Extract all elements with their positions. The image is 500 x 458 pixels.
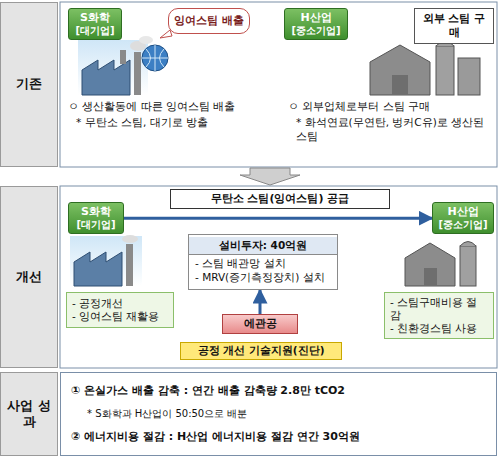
node-text: - 스팀 배관망 설치	[195, 257, 331, 270]
node-text: - 스팀구매비용 절감	[390, 296, 488, 322]
node-text: 개선	[16, 269, 42, 285]
flow-arrow	[124, 217, 432, 220]
note-text: ㅇ 생산활동에 따른 잉여스팀 배출	[68, 100, 268, 114]
node-text: ① 온실가스 배출 감축 : 연간 배출 감축량 2.8만 tCO2	[71, 384, 486, 398]
agency-box: 에관공	[222, 314, 298, 334]
section-label: 기존	[0, 2, 58, 167]
section-label: 개선	[0, 186, 58, 368]
company-box: H산업[중소기업]	[284, 8, 348, 40]
note-text: * 무탄소 스팀, 대기로 방출	[76, 116, 268, 130]
support-box: 공정 개선 기술지원(진단)	[180, 342, 342, 360]
speech-bubble: 잉여스팀 배출	[168, 8, 250, 34]
node-text: 기존	[16, 76, 42, 92]
node-text: 잉여스팀 배출	[173, 14, 245, 28]
arrow-label-box: 무탄소 스팀(잉여스팀) 공급	[170, 189, 390, 209]
node-text: [대기업]	[72, 25, 118, 38]
node-text: S화학	[72, 11, 118, 25]
node-text: H산업	[436, 205, 490, 219]
note-text: ㅇ 외부업체로부터 스팀 구매	[288, 100, 494, 114]
factory-illustration	[70, 235, 142, 286]
result-box: ① 온실가스 배출 감축 : 연간 배출 감축량 2.8만 tCO2 * S화학과…	[60, 372, 497, 456]
note-box: - 스팀구매비용 절감- 친환경스팀 사용	[384, 292, 494, 339]
node-text: - 공정개선	[72, 297, 168, 310]
node-text: [대기업]	[72, 219, 120, 232]
node-text: 외부 스팀 구매	[419, 12, 489, 40]
middle-panel	[60, 186, 497, 368]
node-text: [중소기업]	[436, 219, 490, 232]
note-text: * 화석연료(무연탄, 벙커C유)로 생산된 스팀	[296, 116, 494, 143]
down-arrow	[240, 168, 300, 185]
node-text: 설비투자: 40억원	[189, 237, 337, 255]
node-text: 에관공	[225, 317, 295, 331]
node-text: - 친환경스팀 사용	[390, 322, 488, 335]
node-text: S화학	[72, 205, 120, 219]
company-box: S화학[대기업]	[68, 202, 124, 234]
barn-illustration	[405, 242, 476, 287]
node-text: 무탄소 스팀(잉여스팀) 공급	[175, 192, 385, 206]
flow-arrow	[259, 290, 262, 314]
node-text: 공정 개선 기술지원(진단)	[184, 344, 338, 357]
node-text: H산업	[288, 11, 344, 25]
node-text: * S화학과 H산업이 50:50으로 배분	[71, 408, 486, 421]
investment-box: 설비투자: 40억원 - 스팀 배관망 설치- MRV(증기측정장치) 설치	[188, 234, 338, 290]
node-text: [중소기업]	[288, 25, 344, 38]
node-text: - 잉여스팀 재활용	[72, 310, 168, 323]
company-box: S화학[대기업]	[68, 8, 122, 40]
callout-box: 외부 스팀 구매	[414, 8, 494, 44]
top-panel	[60, 2, 497, 167]
note-box: - 공정개선- 잉여스팀 재활용	[66, 292, 174, 328]
node-text: ② 에너지비용 절감 : H산업 에너지비용 절감 연간 30억원	[71, 430, 486, 444]
node-text: - MRV(증기측정장치) 설치	[195, 271, 331, 284]
company-box: H산업[중소기업]	[432, 202, 494, 234]
node-text: 사업 성과	[5, 398, 53, 431]
section-label: 사업 성과	[0, 372, 58, 456]
